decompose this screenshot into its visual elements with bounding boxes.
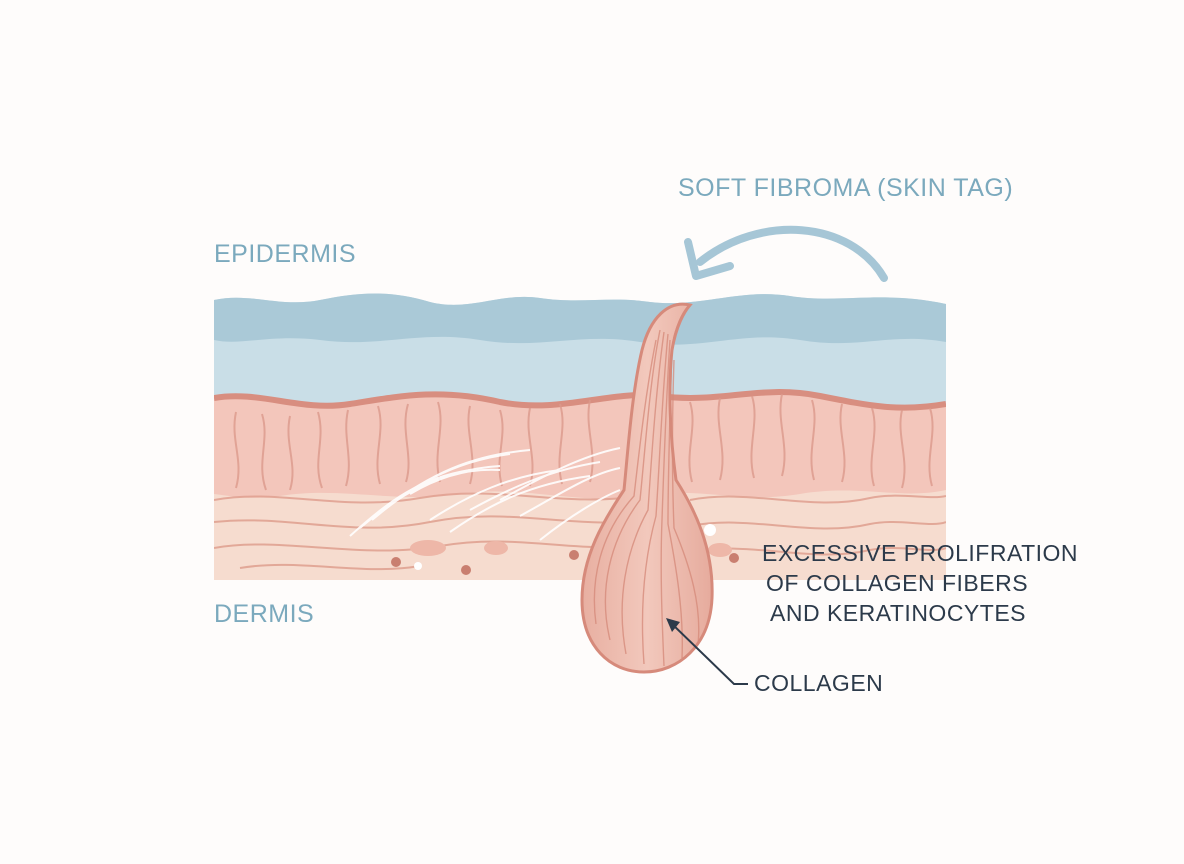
epidermis-label: EPIDERMIS <box>214 240 356 269</box>
proliferation-line-3: AND KERATINOCYTES <box>770 598 1026 628</box>
epidermis-outer-band <box>214 294 946 345</box>
dermis-label: DERMIS <box>214 600 314 629</box>
proliferation-line-2: OF COLLAGEN FIBERS <box>766 568 1028 598</box>
proliferation-line-1: EXCESSIVE PROLIFRATION <box>762 538 1078 568</box>
diagram-title: SOFT FIBROMA (SKIN TAG) <box>678 174 1013 203</box>
collagen-label: COLLAGEN <box>754 668 883 698</box>
